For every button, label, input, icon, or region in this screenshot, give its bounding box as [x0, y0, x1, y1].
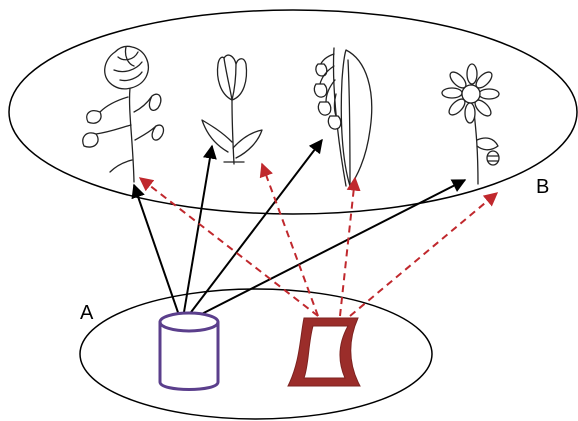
cylinder-icon [160, 313, 218, 390]
set-b-label: B [536, 176, 549, 198]
set-a-label: A [80, 302, 94, 324]
mapping-vase-lily [340, 178, 355, 316]
rose-icon [83, 46, 164, 182]
cylinder-mappings [134, 140, 465, 324]
set-a-ellipse [80, 289, 432, 419]
lily-of-the-valley-icon [314, 48, 371, 186]
mapping-cylinder-daisy [182, 180, 465, 324]
mapping-cylinder-tulip [182, 146, 212, 324]
set-b-ellipse [9, 10, 577, 214]
mapping-vase-rose [140, 178, 318, 316]
vase-icon [288, 318, 360, 386]
mapping-vase-daisy [350, 193, 497, 316]
daisy-icon [442, 64, 499, 184]
mapping-cylinder-lily [182, 140, 322, 324]
